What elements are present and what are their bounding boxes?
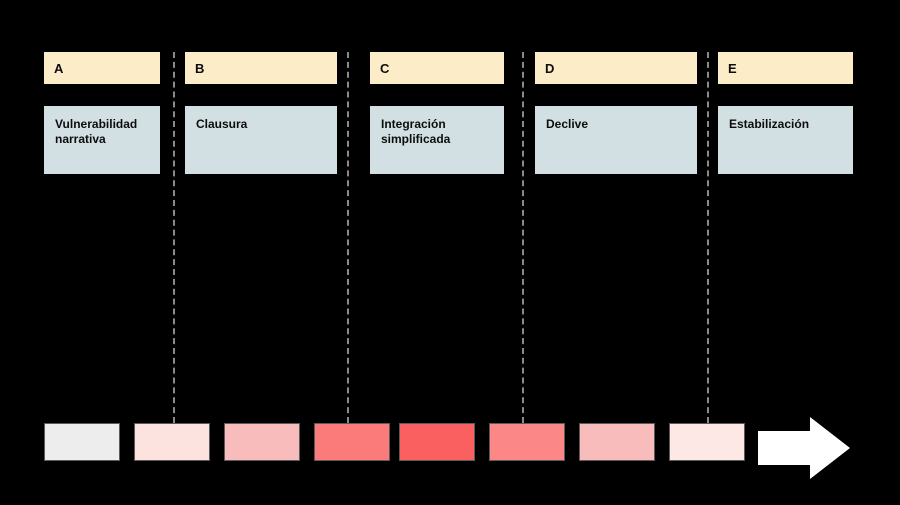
stage-body-b[interactable]: Clausura xyxy=(185,106,337,174)
stage-description: Integración simplificada xyxy=(381,117,451,147)
stage-body-d[interactable]: Declive xyxy=(535,106,697,174)
stage-description: Vulnerabilidad narrativa xyxy=(55,117,138,147)
divider-c-d xyxy=(522,52,524,423)
stage-description: Declive xyxy=(546,117,589,131)
stage-header-a[interactable]: A xyxy=(44,52,160,84)
stage-body-e[interactable]: Estabilización xyxy=(718,106,853,174)
stage-description: Clausura xyxy=(196,117,248,131)
stage-body-c[interactable]: Integración simplificada xyxy=(370,106,504,174)
timeline-segment-1[interactable] xyxy=(44,423,120,461)
stage-header-label: C xyxy=(380,60,390,76)
stage-body-a[interactable]: Vulnerabilidad narrativa xyxy=(44,106,160,174)
divider-b-c xyxy=(347,52,349,423)
stage-header-c[interactable]: C xyxy=(370,52,504,84)
timeline-segment-5[interactable] xyxy=(399,423,475,461)
stage-column-b: B Clausura xyxy=(185,52,337,174)
timeline-segment-4[interactable] xyxy=(314,423,390,461)
stage-description: Estabilización xyxy=(729,117,810,131)
stage-header-label: A xyxy=(54,60,64,76)
timeline-segment-3[interactable] xyxy=(224,423,300,461)
stage-header-label: B xyxy=(195,60,205,76)
stage-column-d: D Declive xyxy=(535,52,697,174)
stage-header-label: D xyxy=(545,60,555,76)
stage-header-d[interactable]: D xyxy=(535,52,697,84)
stage-header-label: E xyxy=(728,60,737,76)
stage-column-a: A Vulnerabilidad narrativa xyxy=(44,52,160,174)
timeline-segment-8[interactable] xyxy=(669,423,745,461)
arrow-glyph-icon xyxy=(758,417,850,479)
timeline-segment-6[interactable] xyxy=(489,423,565,461)
stage-header-e[interactable]: E xyxy=(718,52,853,84)
divider-d-e xyxy=(707,52,709,423)
timeline-arrow-head xyxy=(758,417,850,479)
stage-column-c: C Integración simplificada xyxy=(370,52,504,174)
stage-header-b[interactable]: B xyxy=(185,52,337,84)
divider-a-b xyxy=(173,52,175,423)
timeline-segment-7[interactable] xyxy=(579,423,655,461)
stage-column-e: E Estabilización xyxy=(718,52,853,174)
timeline-segment-2[interactable] xyxy=(134,423,210,461)
